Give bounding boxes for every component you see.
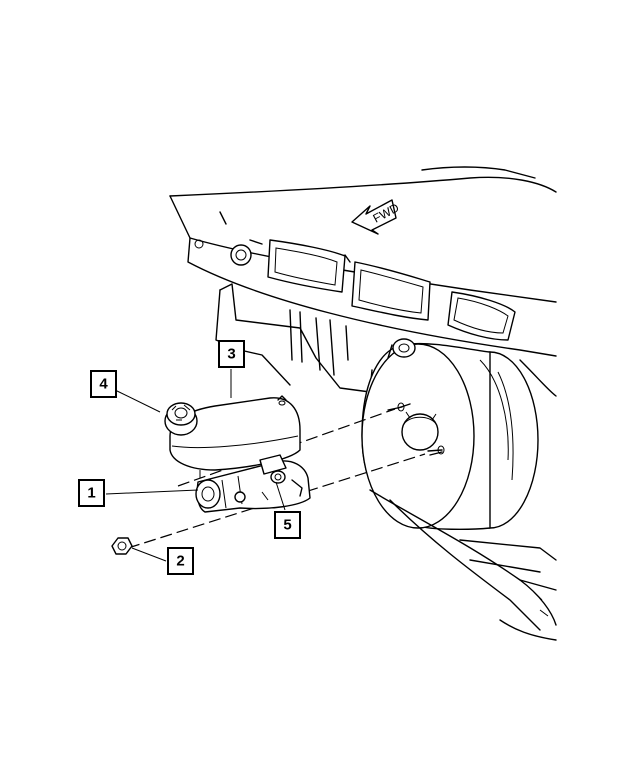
callout-3-label: 3	[227, 346, 235, 363]
callout-3: 3	[218, 340, 245, 368]
brake-booster	[361, 338, 557, 531]
callout-5: 5	[274, 511, 301, 539]
callout-1: 1	[78, 479, 105, 507]
fluid-reservoir	[164, 395, 301, 478]
callout-5-label: 5	[283, 517, 291, 534]
lower-body	[369, 489, 557, 641]
callout-4-label: 4	[99, 376, 108, 393]
leader-lines	[105, 369, 286, 562]
callout-1-label: 1	[87, 485, 95, 502]
callout-4: 4	[90, 370, 117, 398]
callout-2: 2	[167, 547, 194, 575]
panel-openings	[267, 239, 516, 341]
mounting-bracket	[215, 283, 373, 393]
dash-panel	[169, 166, 557, 357]
callout-2-label: 2	[176, 553, 184, 570]
fwd-direction-arrow: FWD	[351, 199, 402, 235]
mounting-nut	[111, 537, 133, 555]
